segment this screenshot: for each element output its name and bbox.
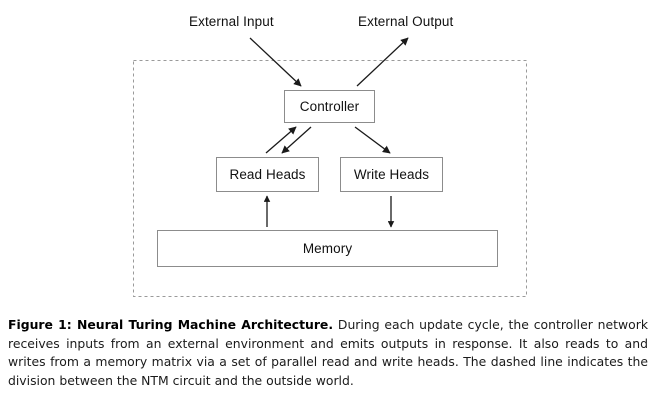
node-controller: Controller	[284, 90, 375, 123]
figure-caption: Figure 1: Neural Turing Machine Architec…	[8, 316, 648, 390]
node-memory: Memory	[157, 230, 498, 267]
node-write-heads: Write Heads	[340, 157, 443, 192]
external-input-label: External Input	[189, 14, 274, 29]
external-output-label: External Output	[358, 14, 454, 29]
arrow-controller-to-external-output	[356, 37, 409, 87]
ntm-architecture-diagram	[133, 37, 527, 297]
arrow-external-input-to-controller	[249, 37, 302, 87]
arrow-read-heads-to-controller	[265, 126, 297, 154]
figure-area: External Input External Output Controlle…	[133, 14, 527, 297]
caption-body: During each update cycle, the controller…	[8, 317, 649, 388]
arrow-controller-to-write-heads	[354, 126, 391, 154]
ntm-circuit-dashed-boundary	[133, 60, 527, 297]
node-read-heads: Read Heads	[216, 157, 319, 192]
caption-title: Figure 1: Neural Turing Machine Architec…	[8, 317, 334, 332]
arrow-controller-to-read-heads	[281, 126, 312, 154]
